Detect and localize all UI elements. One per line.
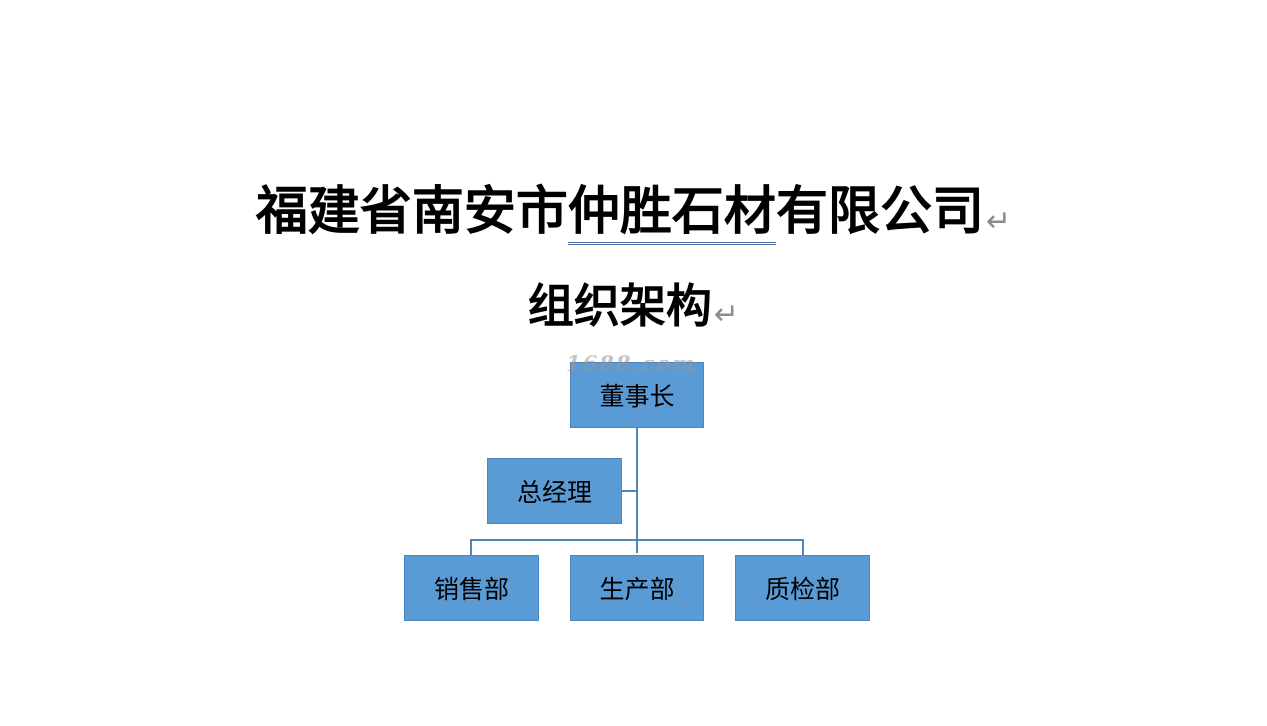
company-title: 福建省南安市仲胜石材有限公司↵: [0, 180, 1267, 254]
connector-assistant: [622, 490, 637, 492]
connector-horizontal: [470, 539, 804, 541]
connector-drop-right: [802, 539, 804, 555]
paragraph-mark-icon: ↵: [985, 204, 1012, 239]
org-structure-subtitle: 组织架构↵: [0, 276, 1267, 345]
org-node-production-dept: 生产部: [570, 555, 704, 621]
title-underlined-part: 仲胜石材: [567, 182, 776, 245]
title-part-1: 福建省南安市: [255, 182, 568, 242]
org-node-sales-dept: 销售部: [404, 555, 539, 621]
subtitle-text: 组织架构: [527, 279, 712, 333]
connector-trunk: [636, 427, 638, 553]
watermark: 1688.com: [566, 351, 697, 376]
org-node-qc-dept: 质检部: [735, 555, 870, 621]
org-node-chairman: 董事长: [570, 362, 704, 428]
connector-drop-left: [470, 539, 472, 555]
paragraph-mark-icon: ↵: [713, 297, 740, 332]
org-node-general-manager: 总经理: [487, 458, 622, 524]
title-part-2: 有限公司: [775, 182, 984, 242]
